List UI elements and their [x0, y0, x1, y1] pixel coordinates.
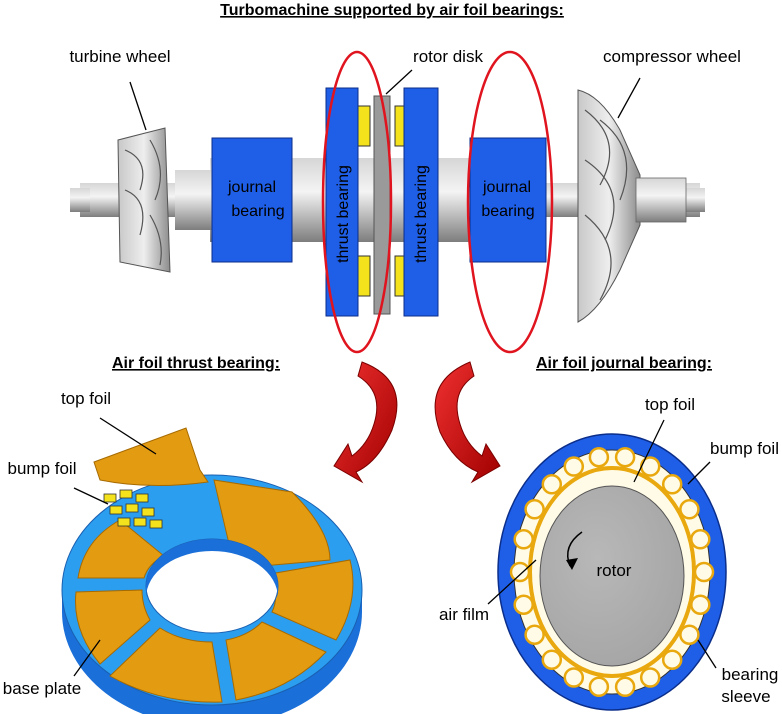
journal-bearing-left-label-1: journal [227, 179, 276, 196]
rotation-arrow-head [566, 558, 578, 570]
journal-bearing-left-label-2: bearing [231, 203, 284, 220]
journal-bearing-right-label-2: bearing [481, 203, 534, 220]
journal-air-film-leader [487, 559, 537, 605]
journal-air-film-label: air film [439, 605, 489, 624]
bump-arc [614, 446, 636, 468]
journal-sleeve-leader [697, 639, 717, 669]
bump-arc [563, 456, 585, 477]
arrow-to-thrust [333, 361, 398, 484]
compressor-wheel-leader [617, 77, 641, 119]
bump-arc [693, 561, 715, 583]
journal-bearing-right-label-1: journal [482, 179, 531, 196]
thrust-bearing-left [325, 87, 359, 317]
journal-bearing-illustration [497, 433, 727, 711]
shaft-end-left [70, 188, 90, 212]
thrust-bump-foil-label: bump foil [8, 459, 77, 478]
journal-bearing-right [469, 137, 547, 263]
thrust-section-title: Air foil thrust bearing: [112, 355, 280, 372]
thrust-highlight-ellipse [321, 50, 393, 354]
bump-arc [513, 594, 534, 615]
bump-arc [541, 474, 563, 495]
pad [225, 621, 327, 701]
journal-bump-foil-label: bump foil [710, 439, 779, 458]
thrust-top-foil-leader [99, 417, 157, 455]
rotor-disk-label: rotor disk [413, 47, 483, 66]
journal-top-foil-leader [633, 419, 665, 483]
bump-arc [639, 667, 661, 688]
bump-arc [690, 529, 711, 550]
journal-top-foil-label: top foil [645, 395, 695, 414]
compressor-wheel [577, 89, 687, 323]
shaft-end-right [685, 188, 705, 212]
thrust-bump-foil-leader [73, 487, 109, 505]
thrust-base-plate-label: base plate [3, 679, 81, 698]
bump-arc [679, 624, 700, 645]
compressor-wheel-label: compressor wheel [603, 47, 741, 66]
arrow-to-journal [434, 361, 501, 484]
bump-arc [541, 649, 563, 670]
bump-arc [588, 446, 610, 468]
lifted-top-foil [93, 427, 209, 487]
bump-arc [588, 676, 610, 698]
bump-foil-strip [103, 489, 163, 529]
thrust-bearing-right [403, 87, 439, 317]
pad [109, 627, 223, 703]
top-foil-ring [528, 466, 696, 678]
journal-bearing-left [211, 137, 293, 263]
bump-arc [690, 594, 711, 615]
thrust-bearing-right-label: thrust bearing [413, 165, 430, 263]
journal-bump-foil-leader [687, 461, 711, 485]
bump-arc [661, 649, 683, 670]
pad [75, 589, 151, 665]
rotor [539, 485, 685, 667]
journal-sleeve-label-2: sleeve [721, 687, 770, 706]
thrust-bearing-illustration [61, 427, 363, 714]
rotor-disk-leader [385, 69, 413, 95]
bump-arc [661, 474, 683, 495]
bump-foil-arcs [509, 446, 715, 698]
bump-arc [614, 676, 636, 698]
bump-arc [524, 624, 545, 645]
bump-arc [679, 499, 700, 520]
bump-arc [509, 561, 531, 583]
turbine-wheel-label: turbine wheel [69, 47, 170, 66]
shaft-step-left [175, 170, 215, 230]
turbine-wheel-leader [129, 81, 147, 131]
turbine-wheel [117, 127, 171, 273]
journal-section-title: Air foil journal bearing: [536, 355, 712, 372]
main-title: Turbomachine supported by air foil beari… [220, 2, 564, 19]
bump-arc [524, 499, 545, 520]
journal-highlight-ellipse [466, 50, 554, 354]
bump-arc [513, 529, 534, 550]
bump-arc [563, 667, 585, 688]
thrust-bearing-left-label: thrust bearing [335, 165, 352, 263]
journal-sleeve-label-1: bearing [722, 665, 779, 684]
journal-rotor-label: rotor [597, 561, 632, 580]
thrust-top-foil-label: top foil [61, 389, 111, 408]
hole-inner-wall [146, 539, 278, 598]
thrust-base-plate-leader [73, 639, 101, 677]
turbomachine-assembly: journal bearing journal bearing thrust b… [69, 47, 741, 354]
